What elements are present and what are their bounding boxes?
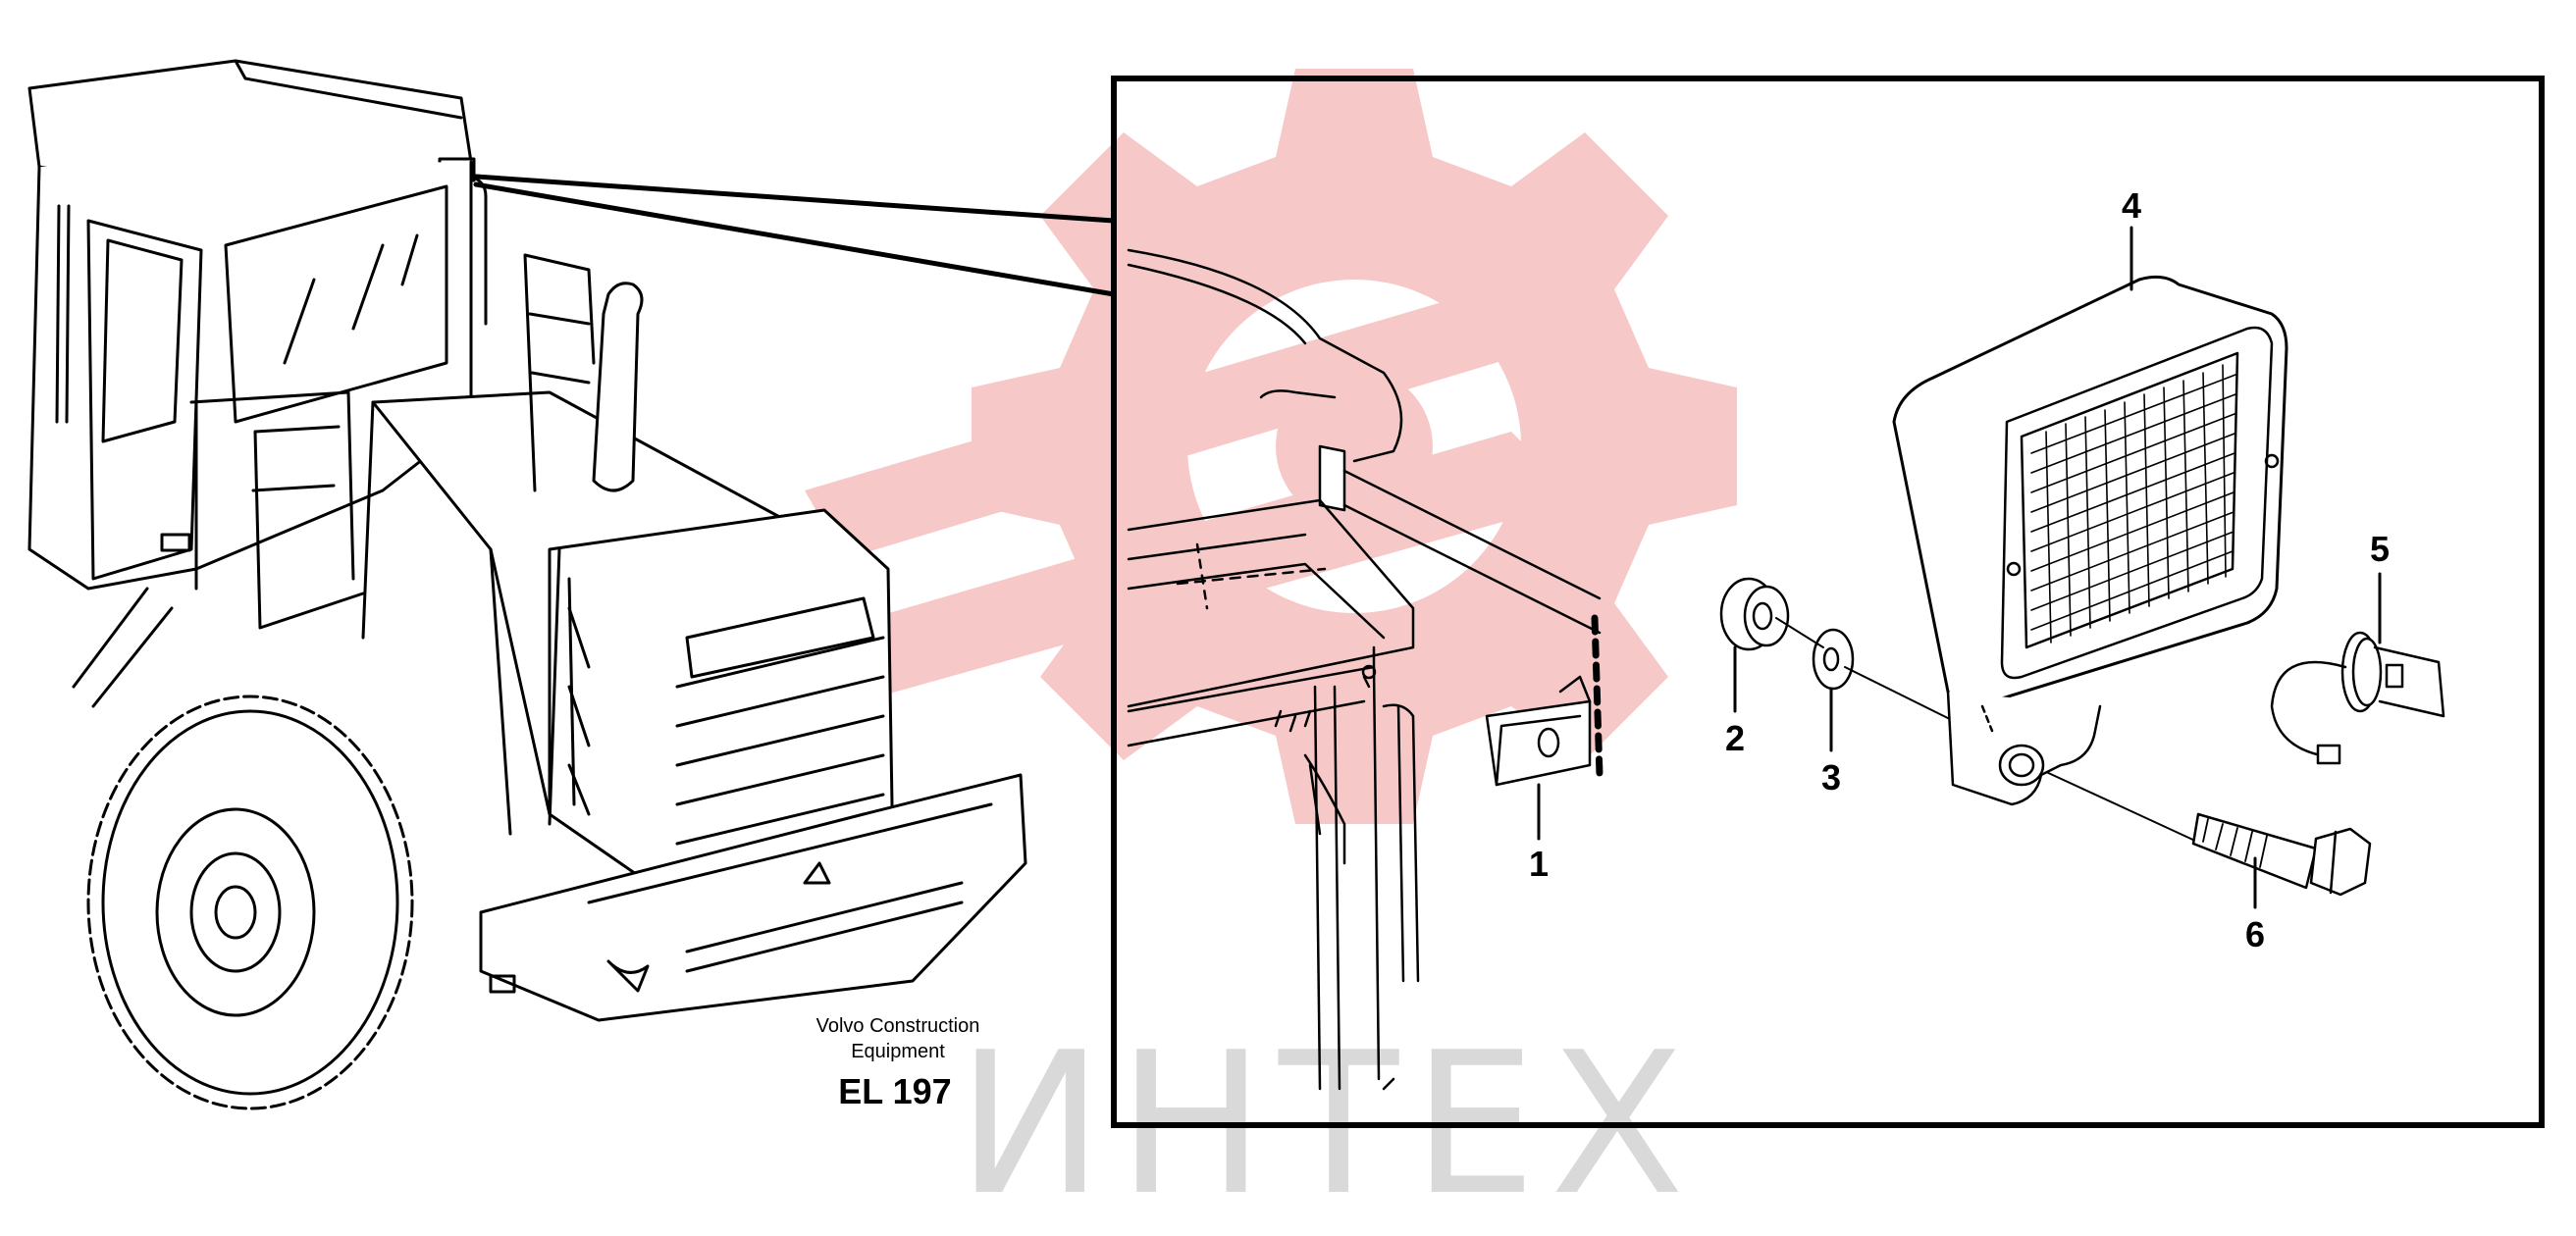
company-line-2: Equipment (851, 1041, 945, 1062)
part-2-rubber-spacer (1719, 577, 1790, 651)
diagram-code: EL 197 (838, 1071, 951, 1111)
lamp-lens-grid (2030, 364, 2236, 644)
part-3-washer (1812, 628, 1855, 691)
part-5-bulb-holder (2270, 631, 2445, 765)
gear-hub (1276, 368, 1433, 525)
part-4-work-lamp (1892, 275, 2288, 806)
callout-6: 6 (2245, 914, 2265, 954)
wheel (86, 695, 414, 1110)
callout-5: 5 (2370, 529, 2390, 569)
callout-2: 2 (1725, 718, 1745, 758)
detail-view (1127, 226, 2445, 1091)
detail-frame (1111, 76, 2545, 1128)
exhaust-pipe (592, 282, 644, 492)
callout-1: 1 (1529, 844, 1549, 884)
part-1-bracket-plate (1485, 675, 1592, 787)
company-line-1: Volvo Construction (816, 1015, 980, 1037)
detail-leader-line (473, 174, 1117, 297)
wheel-rim (155, 807, 316, 1017)
part-6-bolt (2191, 812, 2372, 897)
counterweight (479, 773, 1027, 1022)
cab-door (86, 219, 203, 581)
callout-3: 3 (1821, 757, 1841, 798)
cab-windscreen (224, 184, 448, 424)
wheel-loader-illustration (27, 59, 1117, 1110)
cab-frame (1127, 498, 1415, 708)
cab-railing (189, 390, 365, 630)
lamp-mount-nut (1998, 744, 2045, 787)
callout-4: 4 (2122, 185, 2141, 226)
roof-edge (1127, 248, 1403, 463)
